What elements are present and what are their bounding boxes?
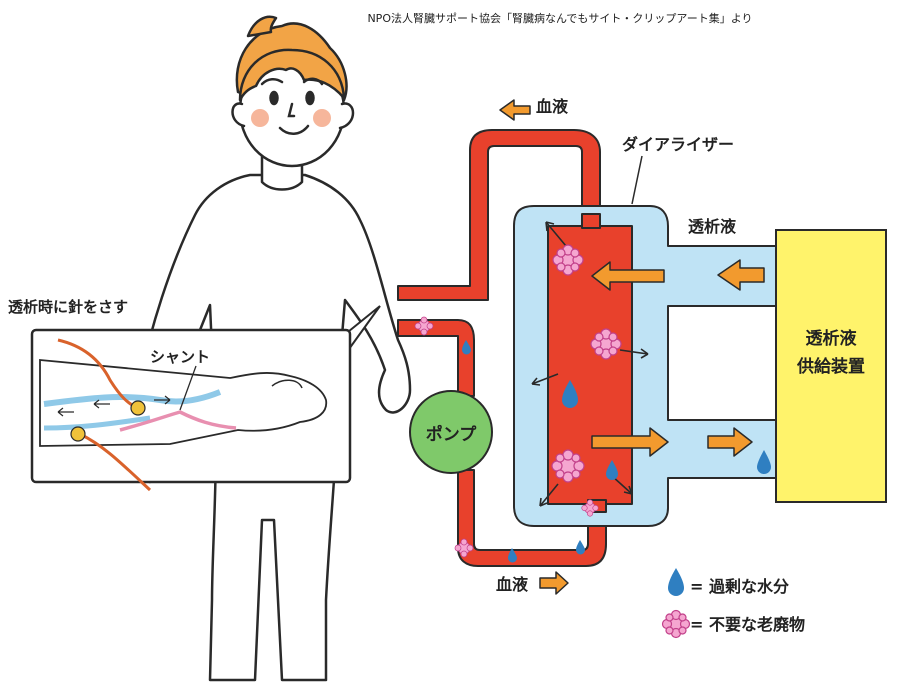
waste-particle: [414, 316, 434, 336]
pump: ポンプ: [409, 390, 493, 474]
waste-particle: [581, 499, 599, 517]
supply-label-line1: 透析液: [806, 328, 857, 349]
dialyzer-pointer: [631, 155, 643, 205]
diffuse-arrow-1: [545, 221, 567, 247]
inset-shunt-vessel: [119, 410, 237, 432]
mouth: [278, 124, 310, 135]
water-drop: [508, 548, 517, 563]
nose: [287, 102, 296, 118]
legend-waste-text: = 不要な老廃物: [690, 615, 805, 634]
arrow-dialysate-in: [717, 259, 765, 291]
label-blood-top: 血液: [536, 97, 569, 116]
arrow-blood-bottom-right: [539, 571, 569, 595]
diffuse-arrow-5: [611, 475, 633, 495]
arrow-dialysate-out: [707, 427, 753, 457]
water-drop: [757, 450, 771, 474]
supply-label-line2: 供給装置: [796, 356, 865, 377]
person-hair-tuft: [246, 15, 278, 38]
inset-thumb: [271, 379, 303, 389]
inset-needle-hub: [70, 426, 86, 442]
arrow-into-chamber: [591, 261, 665, 291]
waste-particle: [590, 328, 622, 360]
eye-left: [269, 90, 279, 106]
diffuse-arrow-2: [619, 348, 649, 359]
water-drop: [606, 460, 618, 480]
inset-flow-arrow: [154, 395, 171, 405]
cheek-right: [313, 109, 331, 127]
water-drop: [462, 340, 471, 355]
label-dialyzer: ダイアライザー: [622, 135, 734, 154]
waste-particle: [551, 449, 585, 483]
water-drop: [562, 380, 578, 408]
legend: = 過剰な水分 = 不要な老廃物: [661, 568, 805, 639]
eyebrow-left: [260, 78, 284, 86]
dialyzer-top-connector: [581, 213, 601, 229]
inset-flow-arrow: [57, 407, 74, 417]
water-drops: [462, 340, 771, 563]
label-needle-caption: 透析時に針をさす: [8, 298, 128, 316]
arrow-blood-top-left: [499, 99, 531, 121]
blood-circuit: [397, 129, 777, 567]
inset-flow-arrow: [93, 399, 110, 409]
waste-particles: [414, 244, 622, 558]
inset-needle-tube: [79, 432, 152, 492]
flow-arrows: [499, 99, 765, 595]
shunt-inset: シャント: [30, 305, 381, 492]
label-shunt: シャント: [150, 348, 210, 366]
waste-particle: [454, 538, 474, 558]
legend-water-text: = 過剰な水分: [690, 577, 789, 596]
person-ear-right: [338, 102, 355, 130]
inset-shunt-pointer: [179, 365, 197, 411]
inset-vein: [43, 415, 151, 431]
dialysate-supply-device: 透析液 供給装置: [775, 229, 887, 503]
diffuse-arrow-4: [539, 483, 559, 507]
pump-circle: [409, 390, 493, 474]
diffusion-arrows: [531, 221, 649, 507]
waste-particle: [552, 244, 584, 276]
arrow-out-chamber: [591, 427, 669, 457]
inset-needle-tube: [57, 338, 139, 410]
eye-right: [305, 90, 315, 106]
legend-waste-icon: [661, 609, 691, 639]
inset-needle-hub: [130, 400, 146, 416]
blood-tube-bottom: [397, 319, 475, 397]
eyebrow-right: [302, 77, 324, 86]
person-face: [260, 77, 324, 135]
supply-box: [775, 229, 887, 503]
label-blood-bottom: 血液: [496, 575, 529, 594]
water-drop: [576, 540, 585, 555]
diffuse-arrow-3: [531, 373, 559, 386]
label-dialysate: 透析液: [688, 217, 737, 236]
legend-water-icon: [668, 568, 684, 596]
credit-text: NPO法人腎臓サポート協会「腎臓病なんでもサイト・クリップアート集」より: [367, 11, 752, 25]
inset-vein: [43, 389, 222, 407]
cheek-left: [251, 109, 269, 127]
pump-label: ポンプ: [426, 424, 477, 445]
person-ear-left: [231, 102, 246, 128]
